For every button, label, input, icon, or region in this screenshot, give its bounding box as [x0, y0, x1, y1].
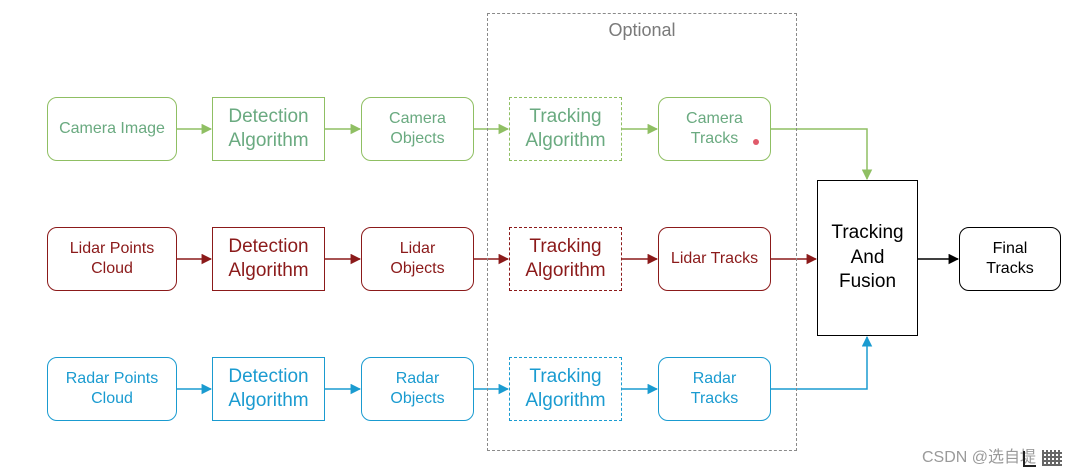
camera-tracks-node: Camera Tracks: [658, 97, 771, 161]
camera-objects-node: Camera Objects: [361, 97, 474, 161]
radar-tracks-node: Radar Tracks: [658, 357, 771, 421]
edge-camera-tracks-fusion: [771, 128, 873, 181]
radar-objects-node: Radar Objects: [361, 357, 474, 421]
final-tracks-node: Final Tracks: [959, 227, 1061, 291]
lidar-tracks-node: Lidar Tracks: [658, 227, 771, 291]
corner-bracket-icon: [1023, 451, 1036, 467]
lidar-detection-node: Detection Algorithm: [212, 227, 325, 291]
radar-tracking-node: Tracking Algorithm: [509, 357, 622, 421]
tracking-fusion-node: Tracking And Fusion: [817, 180, 918, 336]
qr-code-icon: [1042, 450, 1062, 466]
radar-points-node: Radar Points Cloud: [47, 357, 177, 421]
camera-detection-node: Detection Algorithm: [212, 97, 325, 161]
camera-image-node: Camera Image: [47, 97, 177, 161]
edge-radar-tracks-fusion: [771, 335, 873, 390]
optional-group-box: [487, 13, 797, 451]
watermark-text: CSDN @选自堤: [922, 449, 1037, 466]
lidar-tracking-node: Tracking Algorithm: [509, 227, 622, 291]
camera-tracking-node: Tracking Algorithm: [509, 97, 622, 161]
lidar-objects-node: Lidar Objects: [361, 227, 474, 291]
cursor-dot-marker: [753, 139, 759, 145]
optional-label: Optional: [608, 20, 676, 40]
radar-detection-node: Detection Algorithm: [212, 357, 325, 421]
lidar-points-node: Lidar Points Cloud: [47, 227, 177, 291]
